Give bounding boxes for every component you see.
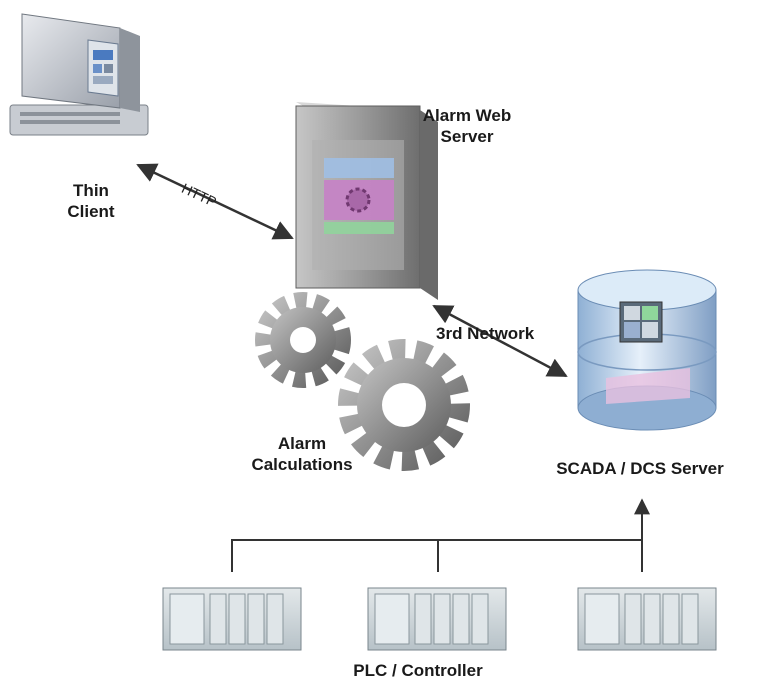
alarm-web-server-label: Alarm Web Server xyxy=(392,105,542,147)
alarm-web-server-label-line1: Alarm Web xyxy=(422,106,512,125)
plc-rack-icon xyxy=(577,587,717,651)
network-arrow xyxy=(432,304,568,378)
scada-server-label-text: SCADA / DCS Server xyxy=(556,459,724,478)
plc-bus xyxy=(231,498,650,572)
desktop-computer-icon xyxy=(9,13,149,136)
thin-client-label: Thin Client xyxy=(46,180,136,222)
server-tower-icon xyxy=(295,102,438,300)
alarm-calculations-label-line2: Calculations xyxy=(251,455,353,474)
alarm-calculations-label-line1: Alarm xyxy=(277,434,327,453)
gears-icon xyxy=(255,292,470,471)
plc-rack-icon xyxy=(367,587,507,651)
alarm-web-server-label-line2: Server xyxy=(440,127,494,146)
thin-client-label-line1: Thin xyxy=(73,181,109,200)
alarm-calculations-label: Alarm Calculations xyxy=(222,433,382,475)
plc-controller-label-text: PLC / Controller xyxy=(353,661,483,680)
thin-client-label-line2: Client xyxy=(67,202,115,221)
scada-server-label: SCADA / DCS Server xyxy=(520,458,760,479)
plc-controller-label: PLC / Controller xyxy=(318,660,518,681)
plc-rack-icon xyxy=(162,587,302,651)
network-edge-label: 3rd Network xyxy=(436,324,535,343)
http-arrow xyxy=(136,163,294,240)
database-server-icon xyxy=(577,269,717,431)
